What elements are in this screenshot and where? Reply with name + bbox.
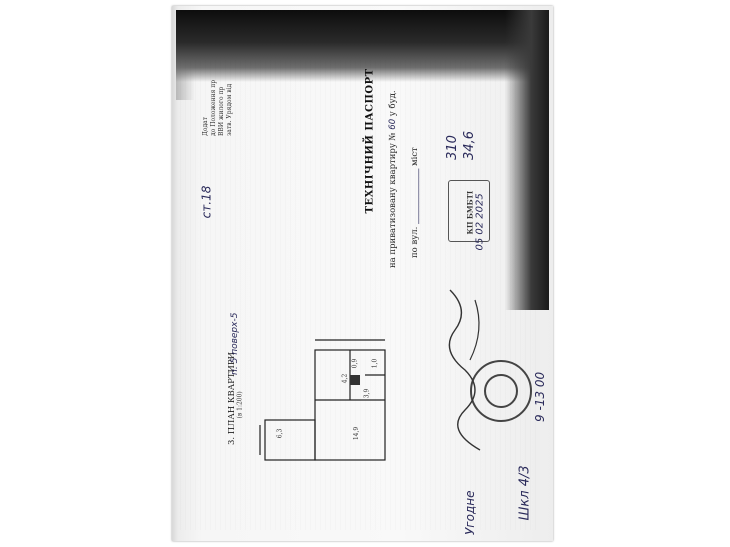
city-label: міст <box>410 147 420 166</box>
stamp-label: КП БМБТІ <box>465 190 475 235</box>
scanned-page <box>172 6 553 541</box>
stamp-date: 05 02 2025 <box>474 193 486 251</box>
apartment-number: 60 <box>388 118 398 130</box>
header-note-line: Додат <box>202 116 209 136</box>
signature <box>448 289 481 451</box>
plan-fixture <box>350 375 360 385</box>
official-round-stamp-inner <box>484 374 518 408</box>
apartment-line: на приватизовану квартиру № 60 у буд. <box>388 58 398 268</box>
handwritten-note: ст.18 <box>199 185 214 219</box>
bottom-date: 9 -13 00 <box>533 371 547 422</box>
registration-stamp <box>448 180 490 242</box>
room-area: 14,9 <box>353 426 361 441</box>
street-handwriting: _____________ <box>410 168 420 224</box>
header-note-line: до Положення пр <box>210 79 217 136</box>
room-area: 1,0 <box>371 358 379 369</box>
apartment-line-label: на приватизовану квартиру № <box>388 132 398 268</box>
bottom-signature-code: Шкл 4/3 <box>517 465 533 521</box>
page-title: ТЕХНІЧНИЙ ПАСПОРТ <box>364 68 376 214</box>
handwritten-number: 34,6 <box>461 131 477 160</box>
floor-plan <box>259 339 386 461</box>
header-note-line: ВВИ жилого пр <box>218 86 225 136</box>
building-label: у буд. <box>388 90 398 117</box>
street-label: по вул. <box>410 226 420 258</box>
room-area: 0,9 <box>351 358 359 369</box>
scan-right-shadow <box>505 10 549 310</box>
plan-room <box>264 419 316 461</box>
scan-dark-band <box>176 10 548 82</box>
header-note: Додат до Положення пр ВВИ жилого пр затв… <box>202 76 234 136</box>
bottom-signature: Угодне <box>463 490 477 535</box>
street-line: по вул. _____________ міст <box>410 48 420 258</box>
room-area: 3,9 <box>363 388 371 399</box>
handwritten-number: 310 <box>444 135 460 160</box>
scan-texture <box>180 60 540 530</box>
official-round-stamp <box>470 360 532 422</box>
room-area: 6,3 <box>276 428 284 439</box>
plan-floor: п. 5 поверх-5 <box>230 312 240 375</box>
room-area: 4,2 <box>341 373 349 384</box>
header-note-line: затв. Урядом від <box>226 83 233 136</box>
